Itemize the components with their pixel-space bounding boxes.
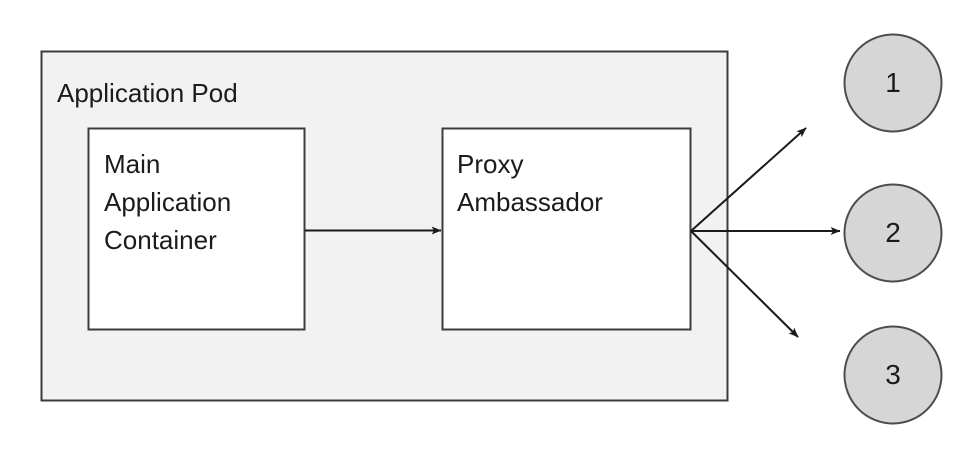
connection-proxy-to-service-3-arrow[interactable]	[690, 230, 799, 338]
service-circle-2[interactable]	[843, 183, 943, 283]
service-circle-1[interactable]	[843, 33, 943, 133]
service-circle-3[interactable]	[843, 325, 943, 425]
connection-proxy-to-service-1-arrow[interactable]	[690, 127, 807, 232]
main-application-container-box[interactable]	[87, 127, 306, 331]
proxy-ambassador-box[interactable]	[441, 127, 692, 331]
